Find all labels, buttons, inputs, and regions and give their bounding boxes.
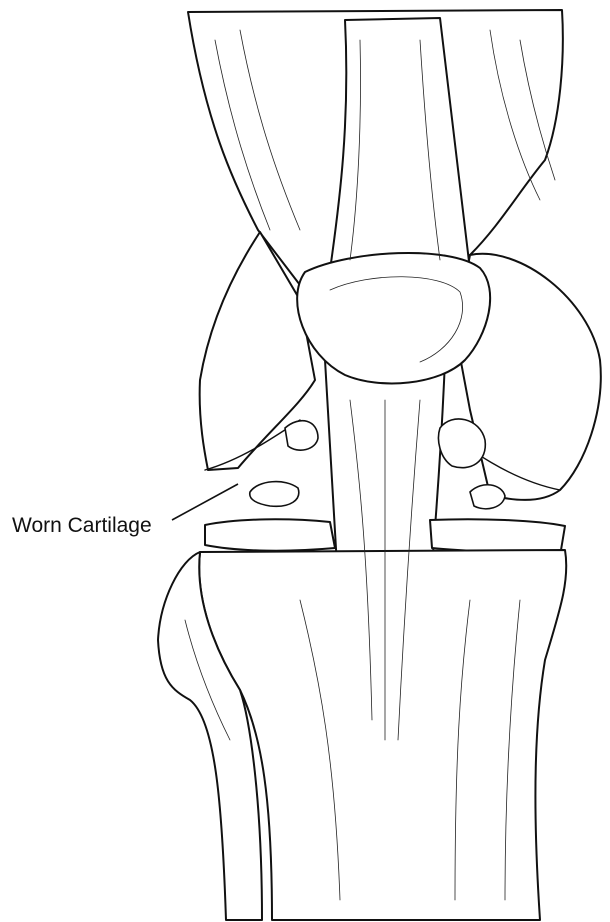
worn-cartilage-leader-line — [172, 484, 238, 520]
meniscus-left — [205, 519, 335, 550]
worn-cartilage-patch — [250, 482, 299, 507]
worn-cartilage-patch — [470, 485, 505, 509]
worn-cartilage-patch — [439, 419, 486, 468]
worn-cartilage-patch — [285, 421, 318, 450]
worn-cartilage-label: Worn Cartilage — [12, 514, 152, 537]
